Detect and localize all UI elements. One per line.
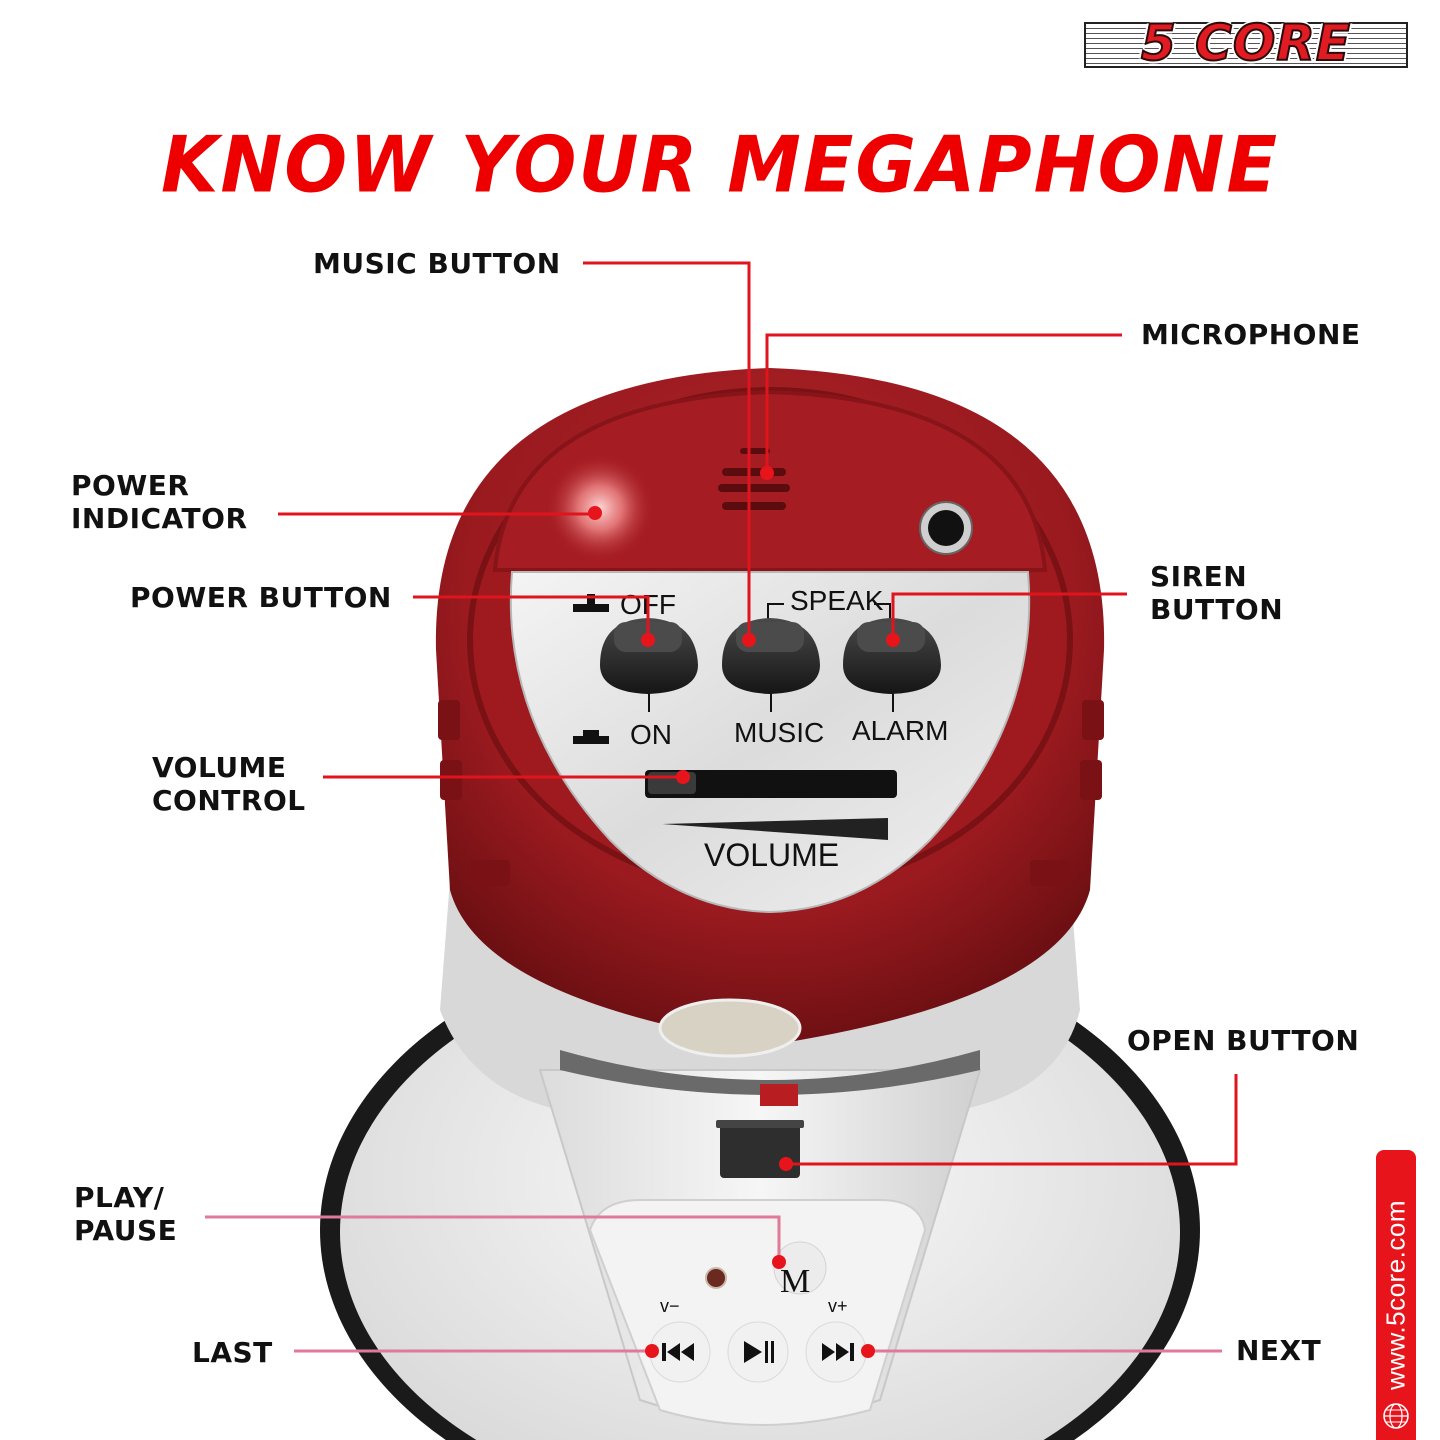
label-microphone: MICROPHONE	[1141, 318, 1361, 351]
label-play-pause: PLAY/ PAUSE	[74, 1181, 177, 1247]
label-power-indicator: POWER INDICATOR	[71, 469, 248, 535]
callout-dots-pink	[645, 1255, 875, 1358]
label-music-button: MUSIC BUTTON	[313, 247, 561, 280]
vol-down-label: v−	[660, 1296, 680, 1316]
label-power-indicator-line1: POWER	[71, 469, 190, 502]
next-track-icon	[822, 1343, 854, 1361]
label-siren-button-line1: SIREN	[1150, 560, 1248, 593]
label-next: NEXT	[1236, 1334, 1322, 1367]
website-banner[interactable]: www.5core.com	[1376, 1150, 1416, 1440]
label-volume-control-line1: VOLUME	[152, 751, 287, 784]
svg-text:ALARM: ALARM	[852, 715, 948, 746]
remote-controls: M v− v+	[649, 1241, 867, 1383]
power-indicator-led	[545, 453, 655, 563]
callout-lines-pink	[205, 1215, 1222, 1353]
label-last: LAST	[192, 1336, 273, 1369]
label-siren-button-line2: BUTTON	[1150, 593, 1284, 626]
page-title: KNOW YOUR MEGAPHONE	[160, 119, 1279, 211]
volume-wedge	[662, 818, 888, 840]
label-play-pause-line1: PLAY/	[74, 1181, 165, 1214]
label-power-indicator-line2: INDICATOR	[71, 502, 248, 535]
vol-up-label: v+	[828, 1296, 848, 1316]
label-power-button: POWER BUTTON	[130, 581, 392, 614]
globe-icon	[1383, 1403, 1409, 1429]
svg-text:SPEAK: SPEAK	[790, 585, 884, 616]
prev-track-icon	[662, 1343, 694, 1361]
logo-stripes	[1084, 22, 1408, 68]
mode-button[interactable]	[773, 1241, 827, 1295]
audio-jack	[919, 501, 973, 555]
label-play-pause-line2: PAUSE	[74, 1214, 178, 1247]
svg-text:VOLUME: VOLUME	[704, 837, 839, 873]
svg-text:ON: ON	[630, 719, 672, 750]
label-siren-button: SIREN BUTTON	[1150, 560, 1283, 626]
svg-text:MUSIC: MUSIC	[734, 717, 824, 748]
callout-dots-red	[588, 466, 900, 1171]
sticker-seal	[658, 998, 802, 1058]
logo-text: 5 CORE	[1140, 13, 1352, 73]
mode-label: M	[780, 1263, 810, 1300]
label-volume-control: VOLUME CONTROL	[152, 751, 306, 817]
label-volume-control-line2: CONTROL	[152, 784, 306, 817]
callout-lines-red	[278, 261, 1238, 1166]
brand-logo: 5 CORE	[1084, 13, 1408, 73]
website-link[interactable]: www.5core.com	[1380, 1200, 1411, 1390]
remote-led	[705, 1267, 727, 1289]
panel-markings: OFF ON SPEAK MUSIC ALARM VOLUME	[573, 585, 948, 873]
label-open-button: OPEN BUTTON	[1127, 1024, 1360, 1057]
play-pause-icon	[744, 1341, 774, 1363]
